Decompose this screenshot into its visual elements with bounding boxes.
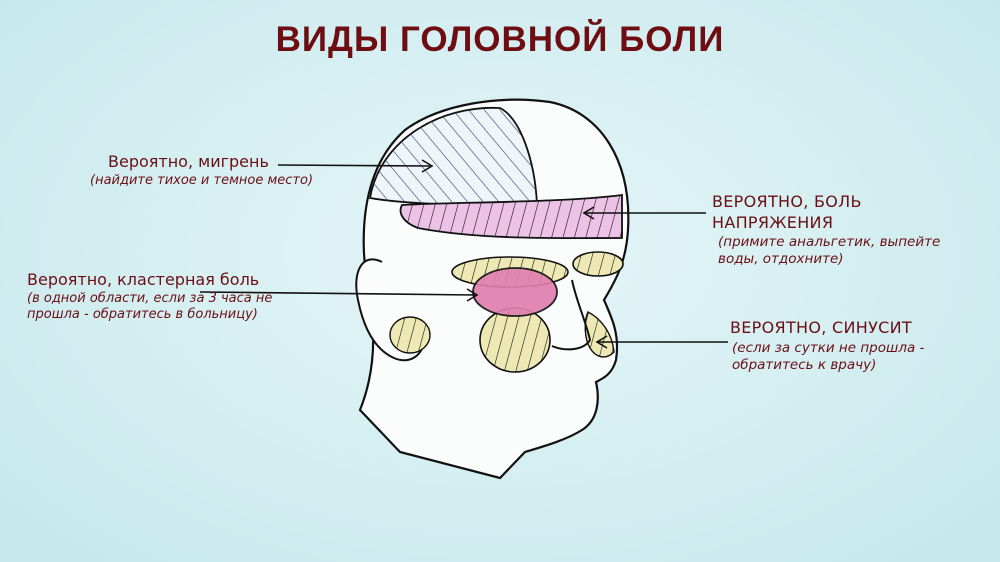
sinus-label: ВЕРОЯТНО, СИНУСИТ [730,318,912,337]
cluster-note-line1: (в одной области, если за 3 часа не [27,291,273,306]
tension-label-line2: НАПРЯЖЕНИЯ [712,213,834,232]
page-title: ВИДЫ ГОЛОВНОЙ БОЛИ [275,20,725,59]
sinus-note-line2: обратитесь к врачу) [732,357,877,373]
migraine-note: (найдите тихое и темное место) [90,173,314,188]
tension-note-line2: воды, отдохните) [718,251,844,267]
cluster-label: Вероятно, кластерная боль [27,270,260,289]
cluster-zone [472,267,558,317]
tension-label-line1: ВЕРОЯТНО, БОЛЬ [712,192,862,211]
nose-outline [551,279,592,351]
sinus-note-line1: (если за сутки не прошла - [732,340,925,356]
cluster-pointer [199,291,476,296]
tension-note-line1: (примите анальгетик, выпейте [718,234,941,250]
migraine-zone [368,107,538,206]
migraine-label: Вероятно, мигрень [108,152,269,171]
cluster-note-line2: прошла - обратитесь в больницу) [27,307,258,322]
migraine-pointer [277,164,431,167]
